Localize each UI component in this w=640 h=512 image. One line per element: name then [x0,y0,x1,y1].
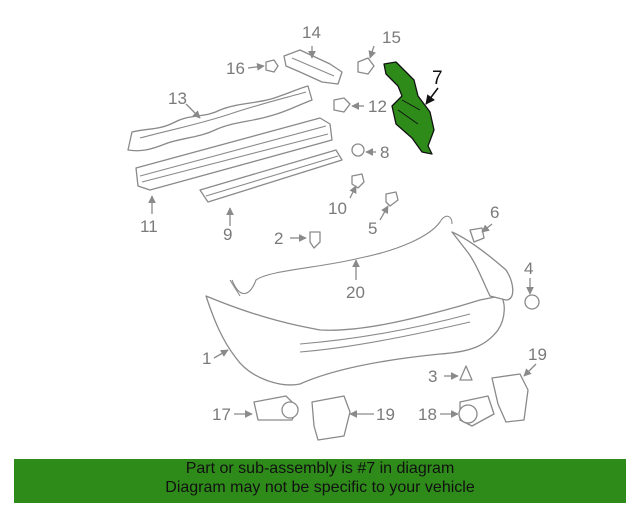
callout-12: 12 [368,97,387,116]
part-5-clip[interactable] [385,191,399,207]
callout-5: 5 [368,219,377,238]
part-19-bracket-right[interactable] [491,373,529,423]
part-10-clip[interactable] [351,173,365,189]
callout-16: 16 [226,59,245,78]
part-6-clip[interactable] [469,227,485,243]
part-17-sensor[interactable] [253,395,299,421]
part-3-clip[interactable] [459,365,473,381]
parts-diagram: 14 15 16 13 12 8 11 9 10 5 6 2 20 4 1 3 … [127,23,547,441]
part-16-clip[interactable] [265,59,279,73]
callout-18: 18 [418,405,437,424]
part-4-bolt[interactable] [524,294,540,310]
part-15-clip[interactable] [357,57,375,75]
banner-line-2: Diagram may not be specific to your vehi… [165,479,475,496]
info-banner: Part or sub-assembly is #7 in diagram Di… [14,459,626,503]
part-13-absorber[interactable] [127,85,313,152]
part-2-clip[interactable] [309,231,321,249]
callout-7-highlighted: 7 [432,68,443,89]
part-18-sensor[interactable] [458,395,495,427]
part-11-reinforcement[interactable] [135,117,333,191]
callout-1: 1 [202,349,211,368]
callout-14: 14 [302,23,321,42]
callout-13: 13 [168,89,187,108]
callout-9: 9 [223,225,232,244]
leader-lines [148,45,537,418]
callout-8: 8 [380,143,389,162]
part-14-bracket[interactable] [283,49,343,85]
part-20-wire-harness[interactable] [229,215,453,297]
callout-17: 17 [212,405,231,424]
callout-11: 11 [140,217,158,236]
callout-labels: 14 15 16 13 12 8 11 9 10 5 6 2 20 4 1 3 … [140,23,547,424]
part-8-nut[interactable] [351,143,365,157]
callout-15: 15 [382,28,401,47]
callout-10: 10 [328,199,347,218]
banner-line-1: Part or sub-assembly is #7 in diagram [185,460,455,477]
callout-19-right: 19 [528,345,547,364]
callout-19-center: 19 [376,405,395,424]
part-9-lower-rail[interactable] [199,149,343,203]
part-19-bracket-center[interactable] [311,395,351,441]
callout-20: 20 [346,283,365,302]
callout-2: 2 [274,229,283,248]
callout-4: 4 [524,259,533,278]
part-1-bumper-cover[interactable] [205,231,514,386]
callout-6: 6 [490,203,499,222]
part-7-bracket-highlighted[interactable] [383,61,435,155]
part-12-clip[interactable] [333,97,351,113]
callout-3: 3 [428,367,437,386]
